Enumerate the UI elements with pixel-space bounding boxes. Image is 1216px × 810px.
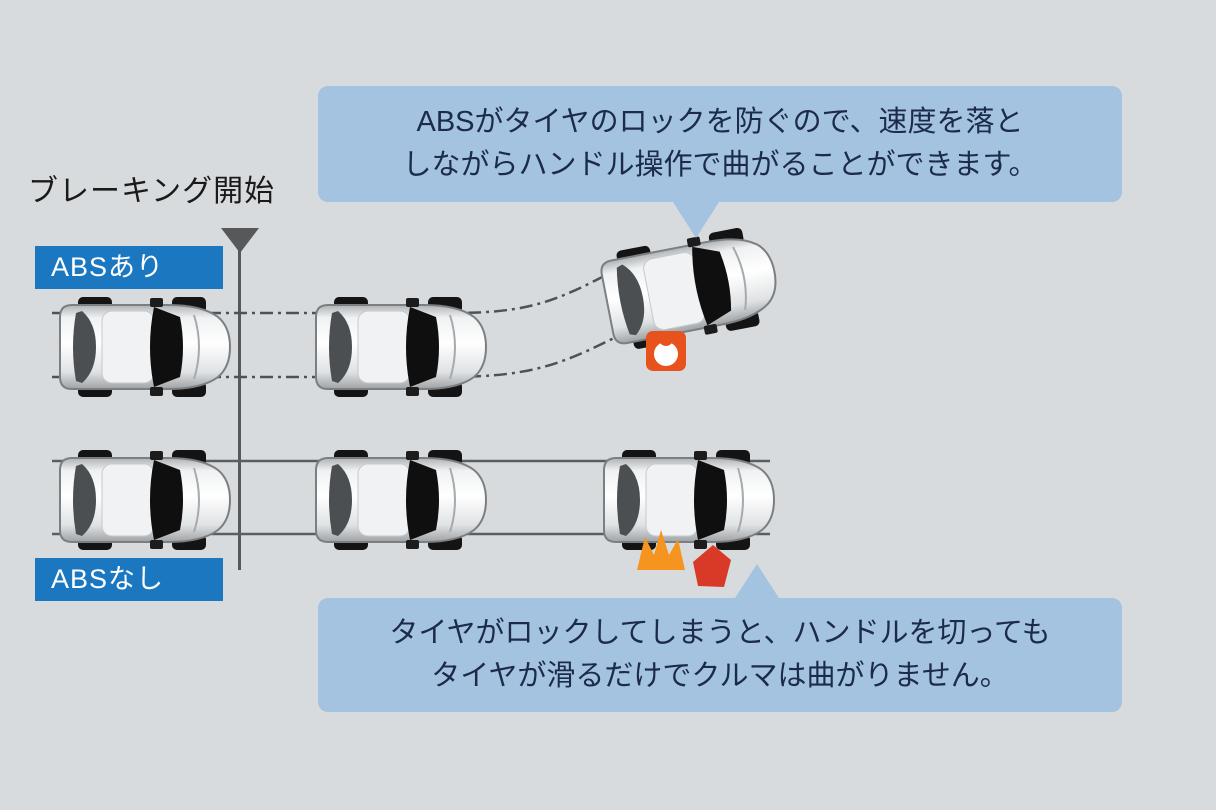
car-abs-position-1: [59, 296, 231, 398]
abs-off-badge: ABSなし: [35, 558, 223, 601]
abs-off-callout: タイヤがロックしてしまうと、ハンドルを切っても タイヤが滑るだけでクルマは曲がり…: [318, 564, 1122, 712]
skid-burst-icon: [637, 530, 685, 570]
crash-icon: [693, 545, 731, 587]
braking-start-line: [238, 250, 241, 570]
braking-start-label: ブレーキング開始: [28, 175, 276, 208]
abs-on-callout: ABSがタイヤのロックを防ぐので、速度を落と しながらハンドル操作で曲がることが…: [318, 86, 1122, 238]
car-noabs-position-1: [59, 449, 231, 551]
abs-off-callout-line1: タイヤがロックしてしまうと、ハンドルを切っても: [389, 617, 1051, 650]
braking-start-marker-icon: [221, 228, 259, 253]
car-abs-position-3-steering: [597, 221, 785, 355]
car-noabs-position-3-skidding: [603, 449, 775, 551]
car-noabs-position-2: [315, 449, 487, 551]
abs-on-callout-line2: しながらハンドル操作で曲がることができます。: [402, 149, 1038, 181]
car-abs-position-2: [315, 296, 487, 398]
abs-off-callout-line2: タイヤが滑るだけでクルマは曲がりません。: [431, 660, 1009, 692]
abs-on-callout-line1: ABSがタイヤのロックを防ぐので、速度を落と: [416, 106, 1024, 139]
obstacle-icon: [646, 331, 686, 371]
abs-trajectory-lower-line: [52, 325, 637, 379]
callout-tail-up-icon: [735, 564, 779, 598]
callout-tail-down-icon: [673, 202, 719, 238]
abs-on-badge: ABSあり: [35, 246, 223, 289]
